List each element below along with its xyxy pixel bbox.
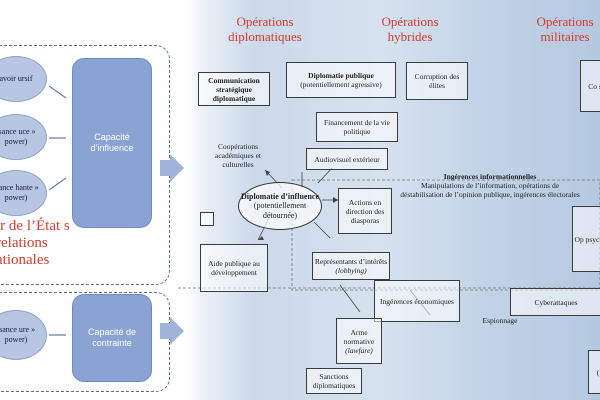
header-diplomatic-operations: Opérations diplomatiques	[228, 14, 302, 44]
node-info-interference: Ingérences informationnelles Manipulatio…	[400, 172, 580, 199]
header-military-operations: Opérations militaires	[536, 14, 594, 44]
influence-capacity-box: Capacité d’influence	[72, 58, 152, 228]
left-group-constraint	[0, 292, 170, 392]
public-diplomacy-subtitle: (potentiellement agressive)	[300, 80, 382, 89]
info-interference-title: Ingérences informationnelles	[443, 172, 537, 181]
node-cyberattacks: Cyberattaques	[510, 288, 600, 316]
state-power-title: ir de l’État s relations ationales	[0, 218, 70, 268]
node-academic-cooperation: Coopérations académiques et culturelles	[214, 142, 262, 169]
header-hybrid-operations: Opérations hybrides	[381, 14, 439, 44]
node-espionage: Espionnage	[482, 316, 518, 325]
arrow-oval1	[48, 85, 67, 99]
lobbying-label: Représentants d’intérêts	[314, 257, 388, 266]
lobbying-italic: (lobbying)	[335, 266, 367, 275]
node-normative-weapon: Arme normative (lawfare)	[336, 318, 382, 364]
node-diaspora-actions: Actions en direction des diasporas	[338, 188, 392, 234]
constraint-arrow-bar	[160, 323, 170, 339]
constraint-capacity-box: Capacité de contrainte	[72, 294, 152, 382]
oval-power-sharp: isance hante » power)	[0, 170, 47, 216]
normative-weapon-label: Arme normative	[343, 327, 375, 346]
influence-diplomacy-subtitle: (potentiellement détournée)	[253, 201, 307, 220]
arrow-oval3	[48, 177, 67, 191]
node-military-bottom-cutoff: (	[588, 350, 600, 394]
background-haze	[175, 0, 245, 400]
info-interference-body: Manipulations de l’information, opératio…	[400, 181, 580, 199]
influence-diplomacy-title: Diplomatie d’influence	[241, 191, 319, 201]
lawfare-label: (lawfare)	[345, 345, 373, 355]
node-strategic-communication: Communication stratégique diplomatique	[198, 72, 270, 106]
influence-arrow	[170, 154, 184, 182]
node-external-audiovisual: Audiovisuel extérieur	[306, 148, 388, 170]
node-political-funding: Financement de la vie politique	[316, 112, 398, 142]
constraint-arrow	[170, 317, 184, 345]
node-elite-corruption: Corruption des élites	[406, 62, 468, 100]
node-lobbying: Représentants d’intérêts (lobbying)	[312, 252, 390, 280]
node-diplomatic-sanctions: Sanctions diplomatiques	[306, 368, 362, 394]
node-economic-interference: Ingérences économiques	[374, 280, 460, 322]
node-psychological-ops-cutoff: Op psych (	[572, 206, 600, 272]
influence-arrow-bar	[160, 160, 170, 176]
node-military-top-cutoff: Co s	[580, 60, 600, 112]
node-public-diplomacy: Diplomatie publique (potentiellement agr…	[286, 62, 396, 98]
small-marker-box	[200, 212, 214, 226]
public-diplomacy-title: Diplomatie publique	[308, 71, 374, 80]
node-influence-diplomacy: Diplomatie d’influence (potentiellement …	[238, 182, 322, 230]
node-development-aid: Aide publique au développement	[200, 244, 268, 292]
